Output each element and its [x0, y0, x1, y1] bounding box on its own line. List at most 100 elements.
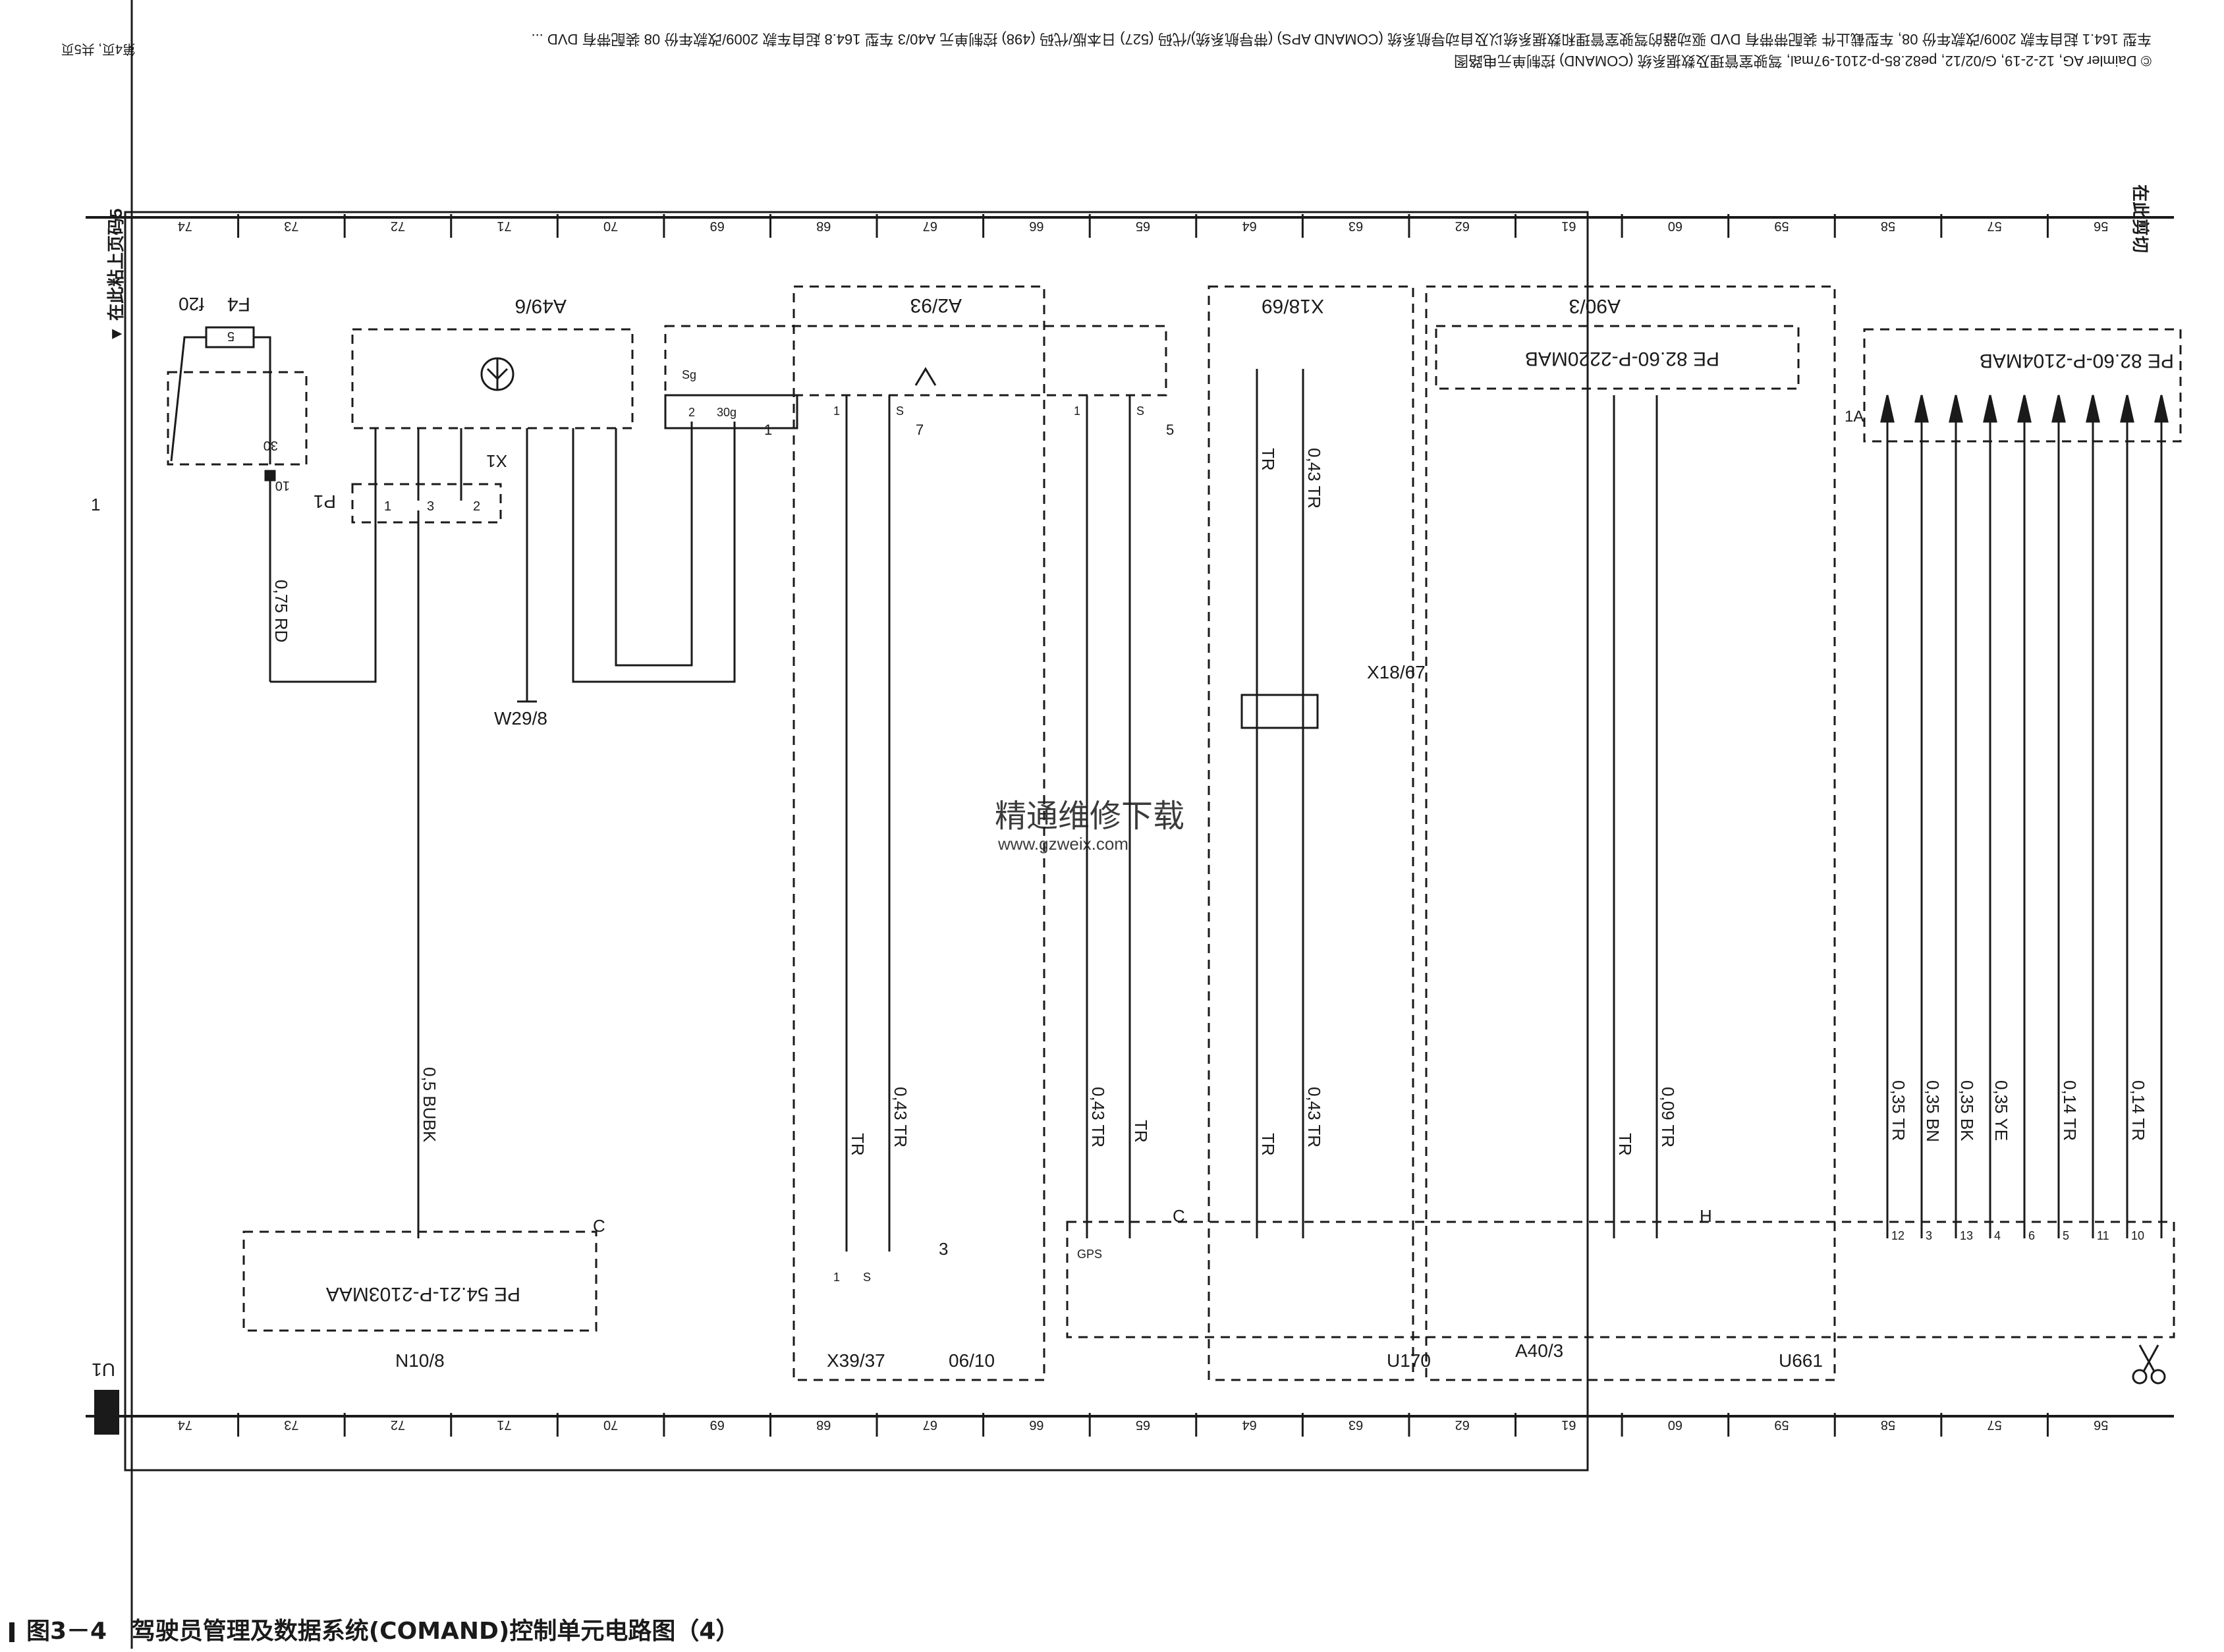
bus-arrow-icon: [1880, 395, 1895, 423]
bus-wire-014-tr-2: 0,14 TR: [2128, 1080, 2148, 1141]
top-ruler-number: 65: [1136, 219, 1150, 233]
top-ruler-number: 58: [1881, 219, 1895, 233]
bottom-ruler-number: 73: [284, 1418, 298, 1432]
u170-wire-tr: TR: [1258, 1133, 1278, 1156]
a90-pin-1a: 1A: [1845, 408, 1864, 426]
bottom-ruler-number: 66: [1029, 1418, 1043, 1432]
a2-93-label: A2/93: [910, 294, 962, 316]
x1-pin-1: 1: [384, 499, 391, 514]
bus-arrow-icon: [2086, 395, 2100, 423]
bus-wire-014-tr: 0,14 TR: [2060, 1080, 2080, 1141]
fuse-f4: F4 f20 5 30 10 0,75 RD P1: [167, 293, 377, 683]
a40-3-label: A40/3: [1515, 1340, 1563, 1361]
a2-wire-043-tr: 0,43 TR: [891, 1087, 910, 1147]
bottom-ruler-number: 57: [1988, 1418, 2002, 1432]
u170-label: U170: [1387, 1350, 1431, 1371]
top-ruler-number: 71: [497, 219, 511, 233]
a2-pin-1: 1: [833, 404, 840, 418]
bottom-ruler-number: 63: [1348, 1418, 1363, 1432]
right-pe-ref: PE 82.60-P-2104MAB: [1980, 350, 2174, 372]
top-ruler-number: 63: [1348, 219, 1363, 233]
x39-pin-s: S: [863, 1271, 871, 1284]
f4-pin-30: 30: [264, 438, 278, 453]
u661-label: U661: [1779, 1350, 1823, 1371]
bottom-ruler-number: 60: [1668, 1418, 1682, 1432]
top-ruler-number: 67: [923, 219, 937, 233]
p1-label: P1: [314, 491, 336, 512]
bus-wire-035-tr: 0,35 TR: [1889, 1080, 1908, 1141]
x39-pin-1: 1: [833, 1271, 840, 1284]
a90-pin-h: H: [1700, 1206, 1712, 1226]
bottom-ruler-number: 61: [1561, 1418, 1576, 1432]
a2-pin-s: S: [896, 404, 904, 418]
bus-wire-035-ye: 0,35 YE: [1991, 1080, 2011, 1141]
gps-pin-1: 1: [1074, 404, 1080, 418]
figure-caption: 图3－4 驾驶员管理及数据系统(COMAND)控制单元电路图（4）: [9, 1612, 739, 1646]
n10-pin-c: C: [593, 1216, 605, 1236]
bus-wire-035-bk: 0,35 BK: [1957, 1080, 1977, 1142]
a90-pe-ref: PE 82.60-P-2220MAB: [1525, 348, 1719, 370]
a90-wire-009-tr: 0,09 TR: [1658, 1087, 1678, 1147]
a49-6-label: A49/6: [515, 295, 567, 317]
bus-pin-number: 10: [2131, 1229, 2144, 1242]
copyright-line: © Daimler AG, 12-2-19, G/02/12, pe82.85-…: [1454, 53, 2152, 69]
module-u170: X18/69 0,43 TR TR X18/67 0,43 TR TR U170: [1208, 285, 1431, 1381]
f4-pin-10: 10: [275, 478, 290, 493]
top-ruler-number: 56: [2094, 219, 2108, 233]
pin-sg: Sg: [682, 368, 696, 381]
gps-pin-5: 5: [1166, 422, 1174, 438]
bus-arrow-icon: [1949, 395, 1963, 423]
bottom-ruler-number: 67: [923, 1418, 937, 1432]
x1-pin-2: 2: [473, 499, 480, 514]
a2-wire-tr: TR: [848, 1133, 868, 1156]
top-ruler-number: 57: [1988, 219, 2002, 233]
n10-pe-ref: PE 54.21-P-2103MAA: [326, 1283, 520, 1305]
bottom-ruler-number: 74: [178, 1418, 192, 1432]
x18-69-label: X18/69: [1262, 295, 1324, 317]
x39-pin-3: 3: [939, 1239, 948, 1259]
bus-pin-number: 6: [2028, 1229, 2035, 1242]
registration-block: [94, 1390, 119, 1435]
x1-label: X1: [486, 451, 507, 471]
gps-pin-gps: GPS: [1077, 1248, 1102, 1261]
bottom-ruler-number: 59: [1774, 1418, 1789, 1432]
gps-pin-s: S: [1136, 404, 1144, 418]
header-block: © Daimler AG, 12-2-19, G/02/12, pe82.85-…: [61, 31, 2152, 69]
top-ruler-number: 73: [284, 219, 298, 233]
a90-3-label: A90/3: [1569, 295, 1621, 317]
top-ruler-number: 62: [1455, 219, 1470, 233]
module-a2-93: 2 30g Sg 1 A2/93 1 S 7 0,43 TR TR 3 1 S …: [664, 285, 1167, 1381]
bottom-ruler-number: 69: [710, 1418, 725, 1432]
top-ruler-number: 59: [1774, 219, 1789, 233]
bottom-ruler-number: 71: [497, 1418, 511, 1432]
w29-8-label: W29/8: [494, 708, 547, 729]
pin-30g: 30g: [717, 406, 737, 419]
f4-value: f20: [179, 294, 204, 314]
top-ruler-number: 64: [1242, 219, 1256, 233]
figure-number: 图3－4: [26, 1618, 107, 1645]
bus-arrow-icon: [1983, 395, 1997, 423]
row-number: 1: [91, 495, 100, 514]
u170-wire-043-tr: 0,43 TR: [1304, 1087, 1324, 1147]
a90-wire-tr: TR: [1615, 1133, 1635, 1156]
n10-8-label: N10/8: [395, 1350, 445, 1371]
bottom-ruler-number: 72: [391, 1418, 405, 1432]
bus-arrow-icon: [2154, 395, 2169, 423]
x39-37-label: X39/37: [827, 1350, 885, 1371]
x18-67-label: X18/67: [1367, 662, 1426, 682]
bottom-ruler-number: 64: [1242, 1418, 1256, 1432]
wire-075-rd: 0,75 RD: [271, 580, 291, 642]
top-ruler-number: 69: [710, 219, 725, 233]
top-ruler-number: 74: [178, 219, 192, 233]
a2-93-pin-1: 1: [764, 422, 772, 438]
caption-marker: [9, 1622, 14, 1642]
a49-6-device-icon: [480, 357, 514, 391]
paste-page-note: ▼ 在此粘上页码5: [106, 209, 126, 343]
bus-arrow-icon: [2051, 395, 2066, 423]
bottom-ruler-number: 65: [1136, 1418, 1150, 1432]
page-label: 第4页, 共5页: [61, 41, 136, 57]
pin-2: 2: [688, 406, 695, 419]
